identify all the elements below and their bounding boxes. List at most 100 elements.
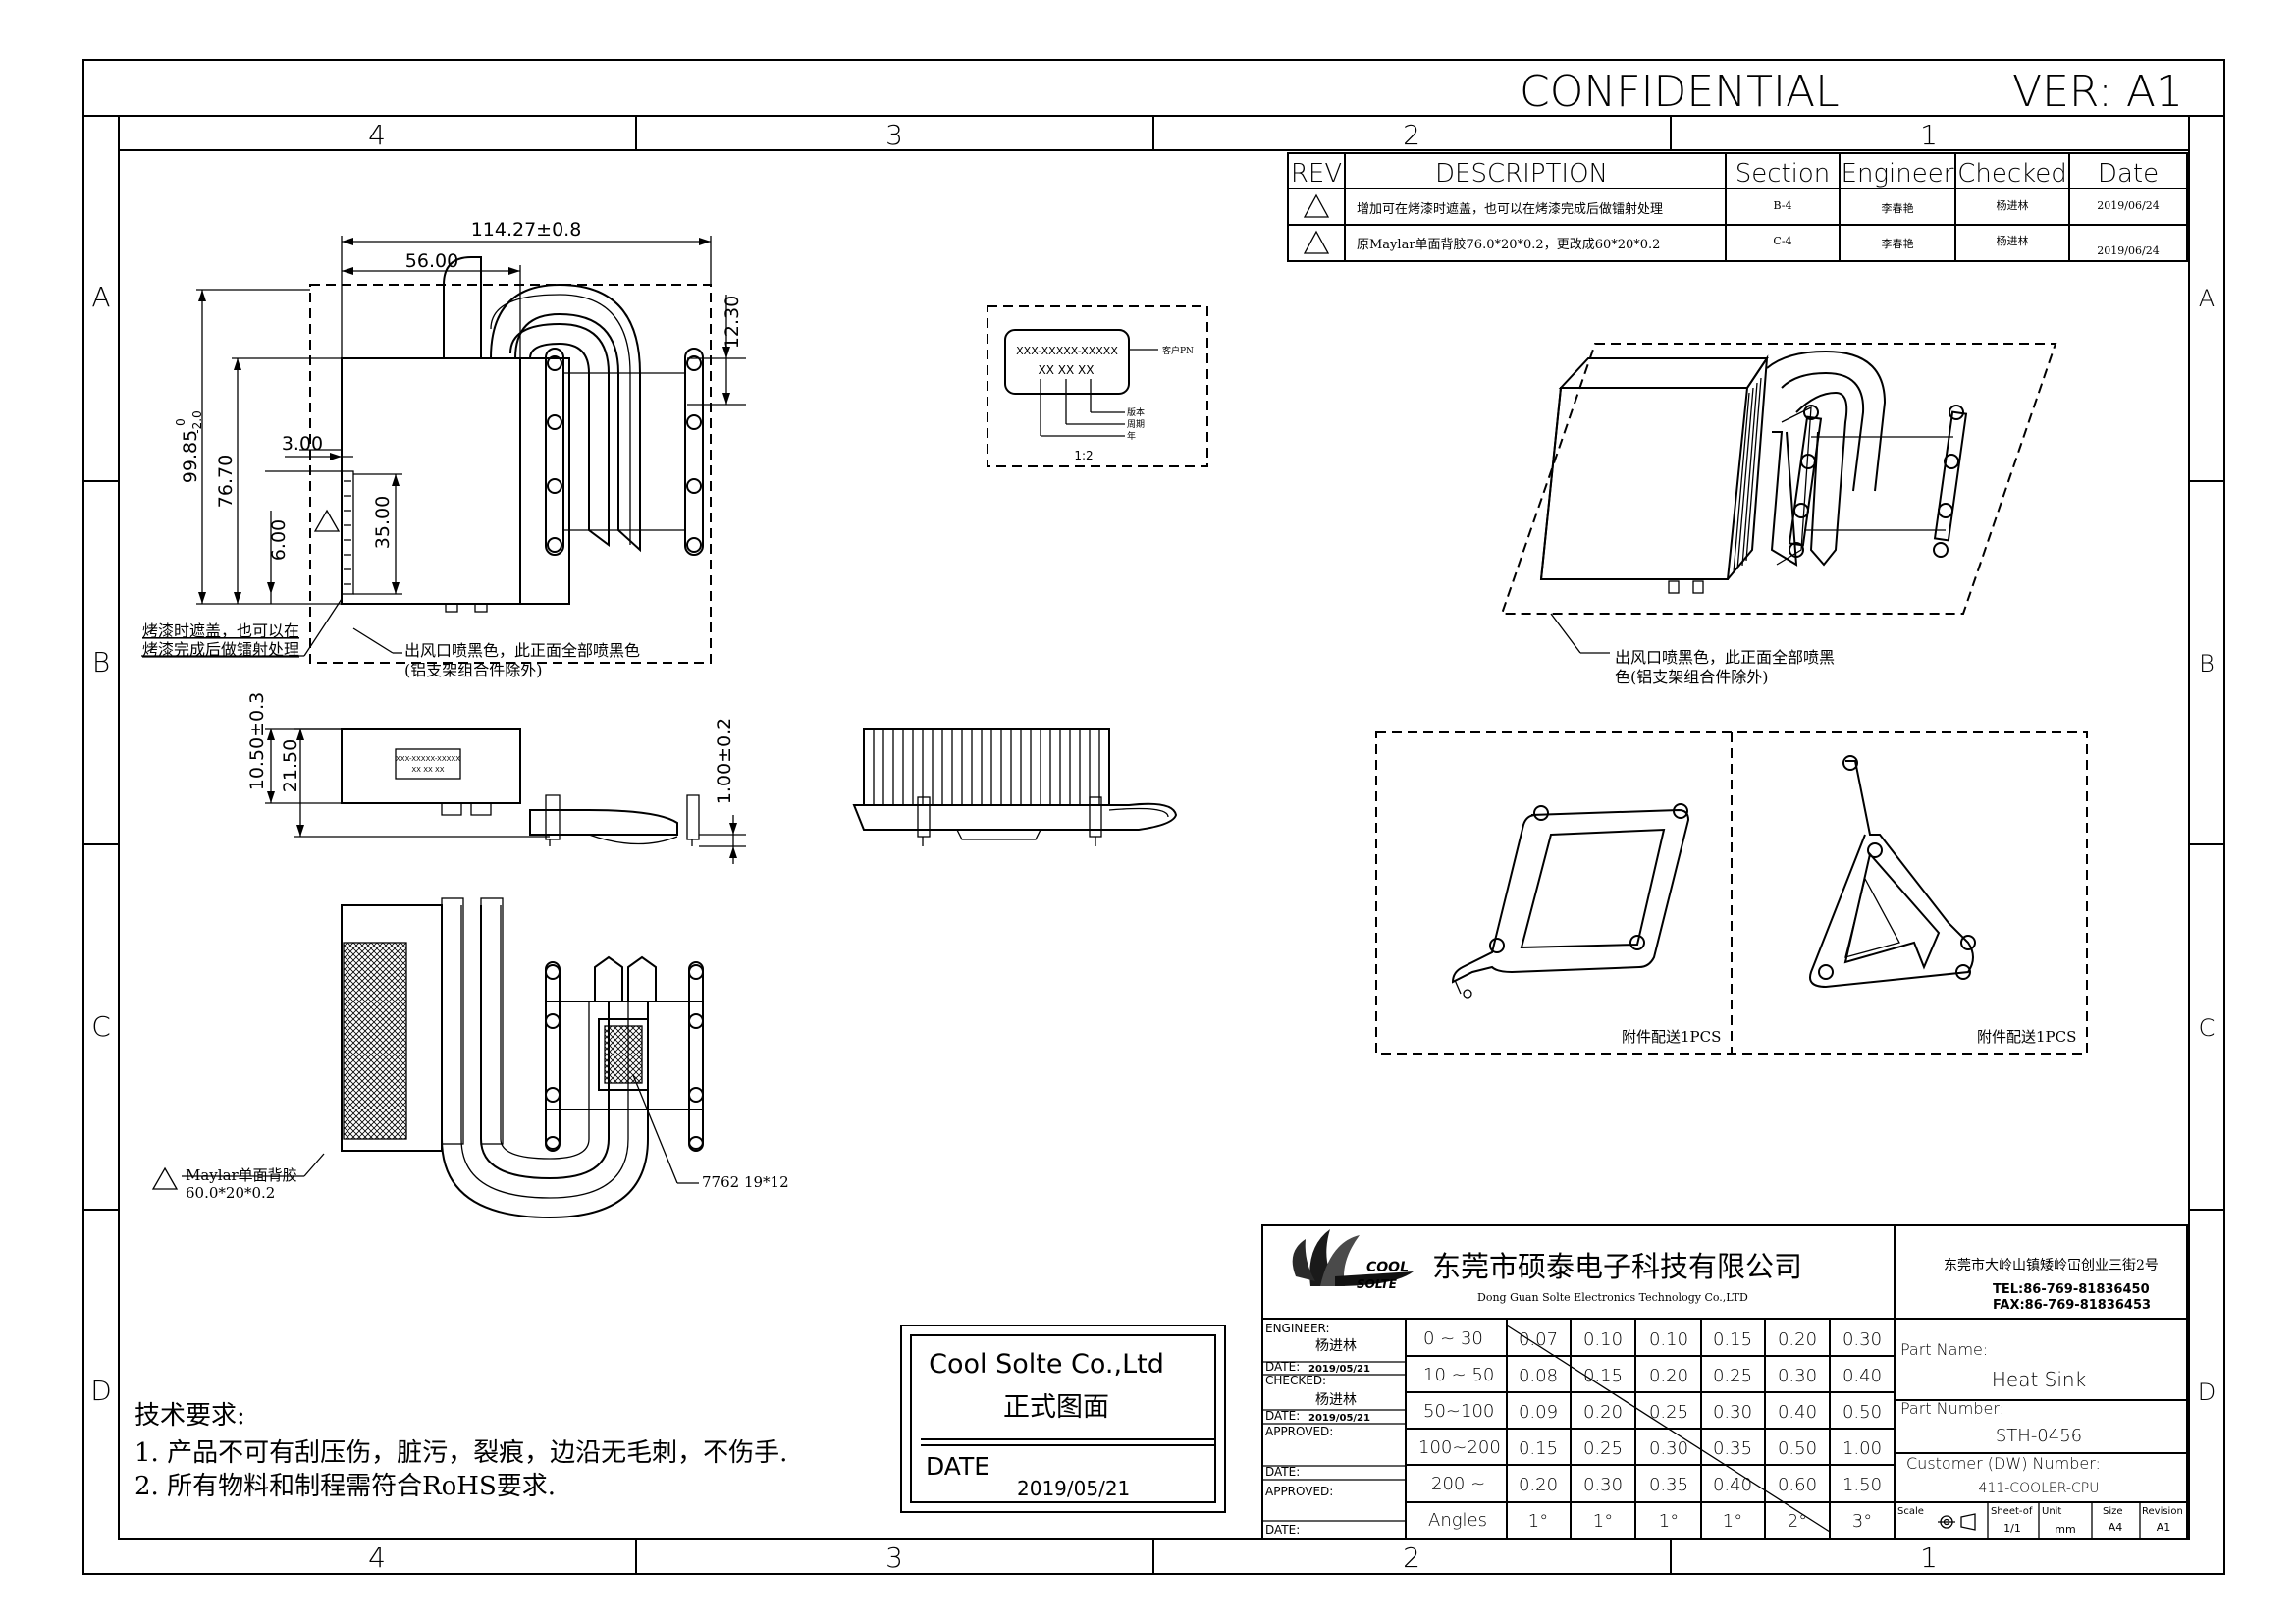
approved2-label: APPROVED: xyxy=(1265,1485,1333,1498)
note-paint-cover-1: 烤漆时遮盖，也可以在 xyxy=(142,622,299,640)
dim-offset-left: 3.00 xyxy=(282,433,323,455)
rev1-date: 2019/06/24 xyxy=(2097,199,2159,212)
tolerance-cell: 0.30 xyxy=(1649,1438,1688,1459)
logo-top-text: COOL xyxy=(1366,1260,1409,1275)
approval-stamp: Cool Solte Co.,Ltd 正式图面 DATE 2019/05/21 xyxy=(900,1325,1226,1513)
tech-requirement-1: 1. 产品不可有刮压伤，脏污，裂痕，边沿无毛刺，不伤手. xyxy=(134,1438,787,1468)
date2-label: DATE: xyxy=(1265,1409,1300,1423)
dim-label-length: 35.00 xyxy=(372,496,394,549)
zone-row-d-left: D xyxy=(90,1375,112,1407)
unit-value: mm xyxy=(2055,1523,2075,1536)
revision-triangle-icon xyxy=(1303,230,1330,254)
front-view xyxy=(852,728,1178,846)
dim-side-h1: 10.50±0.3 xyxy=(246,692,268,791)
tolerance-cell: 0.10 xyxy=(1583,1329,1623,1350)
part-name: Heat Sink xyxy=(1992,1368,2086,1391)
zone-row-c-left: C xyxy=(91,1010,111,1043)
zone-row-a-right: A xyxy=(2199,285,2215,312)
unit-label: Unit xyxy=(2042,1506,2061,1517)
sheet-label: Sheet-of xyxy=(1991,1506,2033,1517)
dim-side-right: 1.00±0.2 xyxy=(714,718,735,804)
label-customer-pn: 客户PN xyxy=(1162,345,1194,356)
tolerance-cell: 1.00 xyxy=(1842,1438,1882,1459)
rev2-section: C-4 xyxy=(1773,235,1791,247)
size-label: Size xyxy=(2103,1506,2123,1517)
zone-col-3-bottom: 3 xyxy=(885,1542,903,1574)
checked-name: 杨进林 xyxy=(1315,1392,1357,1408)
dim-height-tol-lower: -2.0 xyxy=(190,410,204,433)
zone-row-d-right: D xyxy=(2198,1379,2216,1406)
tolerance-cell: 0.40 xyxy=(1713,1475,1752,1495)
date2-value: 2019/05/21 xyxy=(1308,1413,1370,1424)
tech-requirements: 技术要求: 1. 产品不可有刮压伤，脏污，裂痕，边沿无毛刺，不伤手. 2. 所有… xyxy=(134,1401,787,1501)
tol-range-4: 100~200 xyxy=(1418,1437,1501,1458)
tolerance-cell: 1° xyxy=(1659,1511,1679,1532)
tolerance-cell: 0.25 xyxy=(1649,1402,1688,1423)
zone-col-2-top: 2 xyxy=(1403,119,1420,151)
customer-number-label: Customer (DW) Number: xyxy=(1906,1454,2101,1473)
tolerance-cell: 0.20 xyxy=(1649,1366,1688,1386)
bottom-view: Maylar单面背胶 60.0*20*0.2 7762 19*12 xyxy=(151,897,789,1219)
rev1-section: B-4 xyxy=(1773,199,1791,212)
note-iso-outlet-1: 出风口喷黑色，此正面全部喷黑 xyxy=(1615,648,1835,667)
company-name-cn: 东莞市硕泰电子科技有限公司 xyxy=(1432,1250,1802,1283)
accessory-note-1: 附件配送1PCS xyxy=(1622,1028,1721,1046)
tech-requirements-title: 技术要求: xyxy=(134,1401,245,1431)
section-header: Section xyxy=(1735,159,1831,189)
tolerance-cell: 0.10 xyxy=(1649,1329,1688,1350)
note-maylar-2: 60.0*20*0.2 xyxy=(186,1184,275,1202)
date1-label: DATE: xyxy=(1265,1360,1300,1374)
rev1-engineer: 李春艳 xyxy=(1882,201,1914,215)
company-address: 东莞市大岭山镇矮岭冚创业三街2号 xyxy=(1944,1257,2159,1273)
rev2-description: 原Maylar单面背胶76.0*20*0.2，更改成60*20*0.2 xyxy=(1357,237,1660,252)
zone-row-b-right: B xyxy=(2199,650,2215,677)
revision-value: A1 xyxy=(2157,1521,2171,1534)
label-year: 年 xyxy=(1127,430,1136,442)
engineer-name: 杨进林 xyxy=(1315,1338,1357,1354)
revision-label: Revision xyxy=(2142,1506,2183,1517)
version-mark: VER: A1 xyxy=(2012,67,2183,117)
tolerance-cell: 3° xyxy=(1852,1511,1872,1532)
tolerance-cell: 1° xyxy=(1593,1511,1613,1532)
zone-row-a-left: A xyxy=(91,281,110,313)
tol-range-2: 10 ~ 50 xyxy=(1423,1365,1494,1385)
rev-header: REV xyxy=(1291,159,1342,189)
note-paint-cover-2: 烤漆完成后做镭射处理 xyxy=(142,640,299,659)
tolerance-cell: 0.08 xyxy=(1519,1366,1558,1386)
note-maylar-1: Maylar单面背胶 xyxy=(186,1166,297,1184)
scale-label: Scale xyxy=(1897,1506,1924,1517)
zone-col-1-bottom: 1 xyxy=(1920,1542,1938,1574)
tolerance-cell: 0.09 xyxy=(1519,1402,1558,1423)
tolerance-cell: 0.30 xyxy=(1778,1366,1817,1386)
accessory-views: 附件配送1PCS 附件配送1PCS xyxy=(1375,731,2088,1055)
tolerance-cell: 0.35 xyxy=(1649,1475,1688,1495)
tolerance-cell: 0.40 xyxy=(1778,1402,1817,1423)
date3-label: DATE: xyxy=(1265,1465,1300,1479)
approved-label: APPROVED: xyxy=(1265,1425,1333,1438)
tolerance-cell: 1.50 xyxy=(1842,1475,1882,1495)
tolerance-cell: 0.30 xyxy=(1842,1329,1882,1350)
dim-height-tol-upper: 0 xyxy=(174,418,187,426)
rev2-date: 2019/06/24 xyxy=(2097,244,2159,257)
engineer-label: ENGINEER: xyxy=(1265,1322,1330,1335)
zone-col-2-bottom: 2 xyxy=(1403,1542,1420,1574)
stamp-date: 2019/05/21 xyxy=(1017,1477,1130,1500)
stamp-company: Cool Solte Co.,Ltd xyxy=(929,1349,1164,1380)
engineer-header: Engineer xyxy=(1842,159,1954,189)
tolerance-cell: 0.25 xyxy=(1713,1366,1752,1386)
tolerance-cell: 0.15 xyxy=(1583,1366,1623,1386)
tolerance-cell: 0.20 xyxy=(1519,1475,1558,1495)
tolerance-cell: 0.35 xyxy=(1713,1438,1752,1459)
company-fax: FAX:86-769-81836453 xyxy=(1993,1298,2151,1313)
dim-width-total: 114.27±0.8 xyxy=(471,219,582,241)
note-pad: 7762 19*12 xyxy=(702,1173,789,1191)
date-header: Date xyxy=(2098,159,2159,189)
company-name-en: Dong Guan Solte Electronics Technology C… xyxy=(1477,1291,1748,1304)
company-tel: TEL:86-769-81836450 xyxy=(1993,1282,2150,1297)
isometric-view: 出风口喷黑色，此正面全部喷黑 色(铝支架组合件除外) xyxy=(1500,343,2057,686)
checked-label: CHECKED: xyxy=(1265,1374,1326,1387)
tolerance-cell: 0.25 xyxy=(1583,1438,1623,1459)
side-label-line2: XX XX XX xyxy=(411,766,444,774)
logo-bottom-text: SOLTE xyxy=(1357,1277,1398,1291)
